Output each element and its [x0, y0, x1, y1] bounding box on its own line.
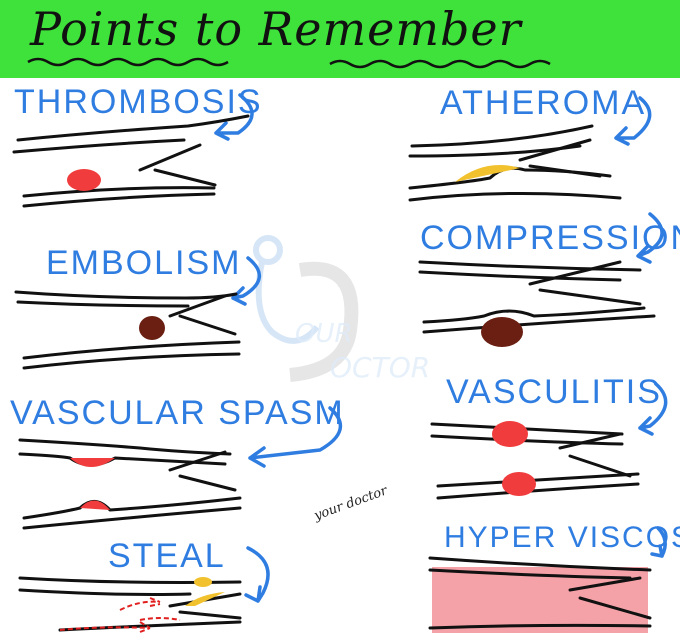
steal-flow-arrows — [59, 597, 181, 633]
steal-arrow-icon — [244, 546, 270, 603]
page-title: Points to Remember — [30, 2, 522, 56]
spasm-constriction-top — [70, 458, 115, 467]
label-atheroma: ATHEROMA — [440, 84, 646, 122]
vessel-vascular-spasm — [18, 438, 242, 530]
title-underline-left — [27, 57, 229, 67]
vessel-embolism — [14, 290, 241, 370]
vasculitis-inflammation-top — [492, 421, 528, 447]
label-embolism: EMBOLISM — [46, 244, 241, 282]
compression-arrow-icon — [636, 212, 664, 264]
embolus — [139, 316, 165, 340]
vasculitis-inflammation-bottom — [502, 472, 536, 496]
thrombosis-arrow-icon — [214, 93, 254, 141]
thrombus-clot — [67, 169, 101, 191]
vascular-spasm-arrow-icon — [248, 406, 343, 468]
steal-plaque-top — [194, 577, 212, 587]
watermark-line2: OCTOR — [330, 351, 430, 384]
watermark-logo: OUR OCTOR — [253, 235, 430, 384]
label-thrombosis: THROMBOSIS — [14, 83, 263, 121]
atheroma-arrow-icon — [614, 96, 652, 146]
steal-plaque-bottom — [185, 592, 225, 606]
label-hyper-viscosity: HYPER VISCOSITY — [444, 521, 680, 554]
atheroma-plaque — [455, 165, 520, 182]
author-signature: your doctor — [311, 483, 390, 524]
watermark-line1: OUR — [295, 319, 353, 349]
title-banner: Points to Remember — [0, 0, 680, 78]
label-steal: STEAL — [108, 537, 226, 575]
vessel-hyper-viscosity — [428, 556, 652, 630]
label-vasculitis: VASCULITIS — [446, 373, 662, 411]
compressing-mass — [481, 317, 523, 347]
vessel-atheroma — [408, 124, 622, 202]
label-vascular-spasm: VASCULAR SPASM — [10, 394, 345, 432]
vessel-thrombosis — [12, 114, 250, 208]
label-compression: COMPRESSION — [420, 219, 680, 257]
embolism-arrow-icon — [231, 256, 261, 306]
vessel-compression — [418, 260, 656, 334]
title-underline-right — [329, 59, 551, 69]
vessel-vasculitis — [430, 422, 640, 500]
spasm-constriction-bottom — [80, 500, 110, 510]
hyper-viscosity-arrow-icon — [650, 526, 667, 558]
vasculitis-arrow-icon — [638, 382, 668, 436]
